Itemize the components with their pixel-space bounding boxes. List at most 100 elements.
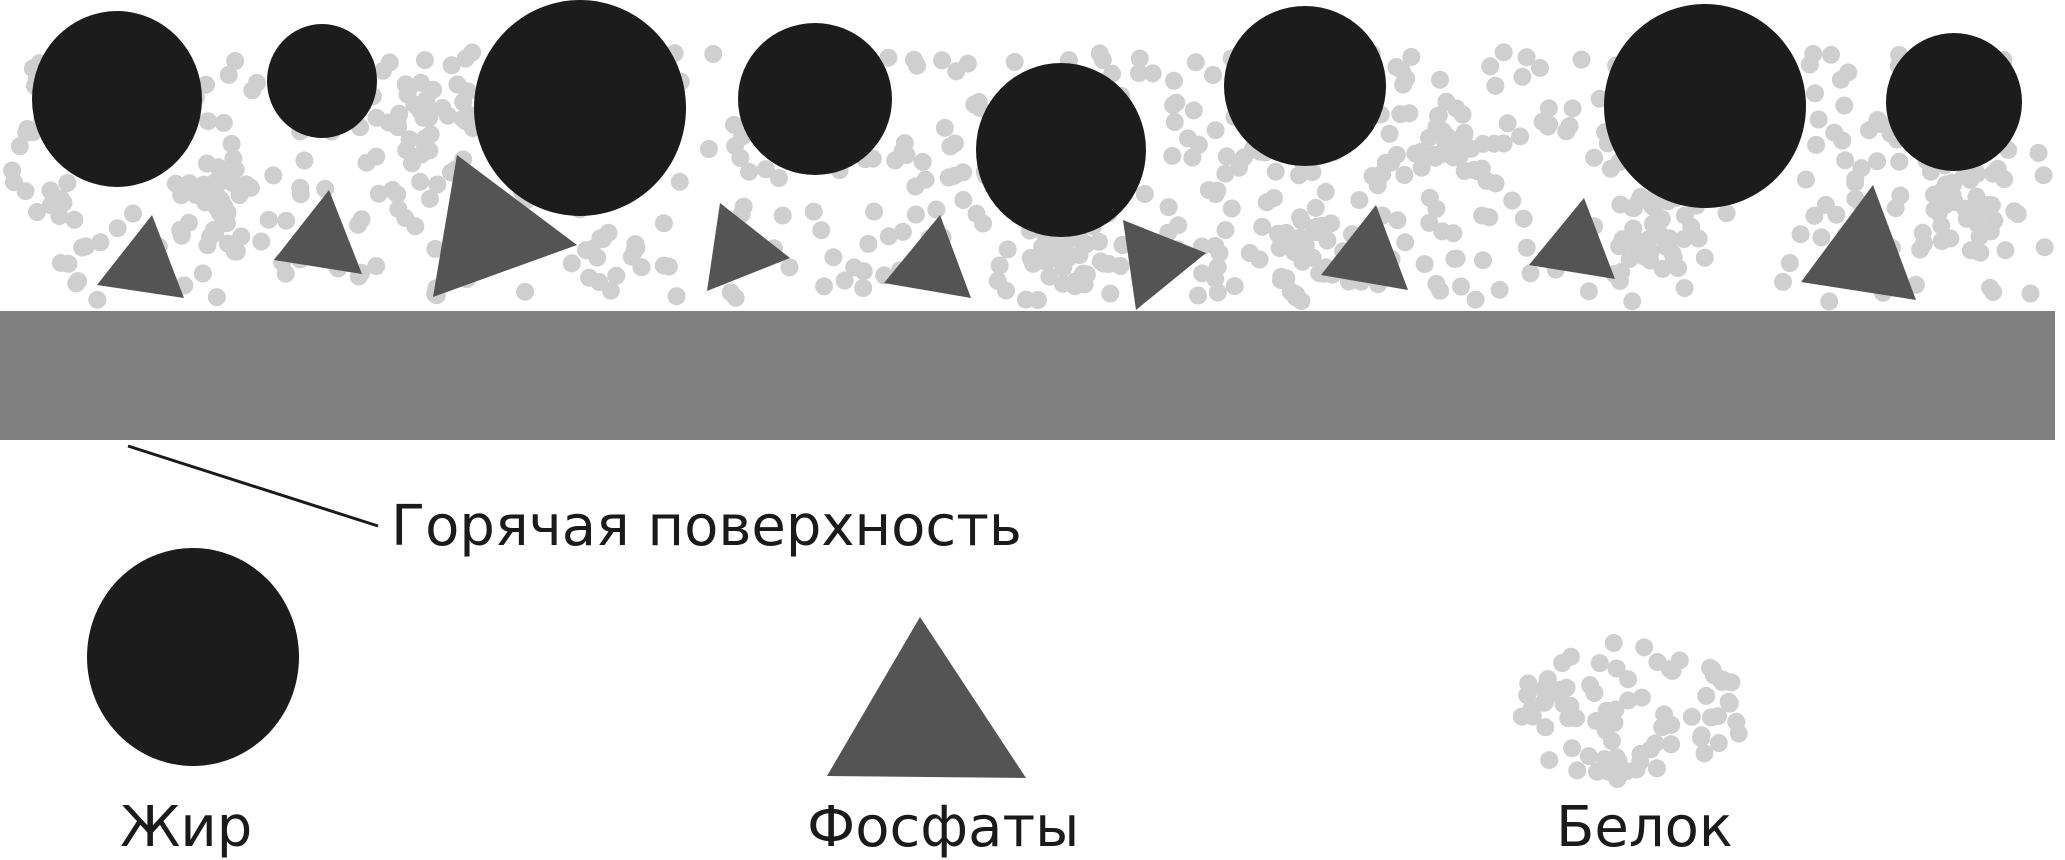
protein-particle [1306, 198, 1325, 217]
protein-particle [1623, 292, 1642, 311]
protein-particle [865, 202, 884, 221]
protein-particle [1135, 185, 1154, 203]
protein-particle [209, 158, 228, 177]
protein-particle [731, 148, 750, 167]
protein-particle [442, 56, 461, 75]
protein-particle [804, 202, 823, 221]
protein-particle [1820, 292, 1839, 311]
protein-particle [812, 221, 831, 240]
protein-particle [824, 248, 843, 267]
protein-particle [935, 118, 954, 137]
protein-particle [1995, 170, 2014, 189]
protein-particle [65, 210, 84, 229]
protein-particle [1540, 751, 1559, 770]
legend-phosphates-label: Фосфаты [807, 795, 1079, 860]
protein-particle [212, 172, 231, 190]
protein-particle [721, 283, 740, 302]
protein-particle [1890, 152, 1909, 171]
protein-particle [1517, 238, 1536, 257]
protein-particle [1272, 267, 1291, 286]
protein-particle [1186, 53, 1205, 72]
protein-particle [1552, 680, 1571, 699]
protein-particle [1040, 267, 1059, 286]
protein-particle [1709, 734, 1728, 752]
protein-particle [1143, 64, 1162, 83]
protein-particle [396, 75, 415, 94]
protein-particle [1568, 761, 1587, 780]
protein-particle [1216, 164, 1235, 183]
protein-particle [1717, 204, 1736, 223]
protein-particle [967, 204, 986, 223]
protein-particle [1511, 127, 1530, 146]
protein-particle [1579, 747, 1598, 766]
protein-particle [1996, 241, 2015, 260]
protein-particle [854, 262, 873, 281]
protein-particle [389, 200, 408, 218]
fat-globule [1604, 4, 1806, 208]
protein-particle [1536, 692, 1555, 711]
protein-particle [1503, 191, 1522, 210]
protein-particle [1635, 638, 1654, 657]
protein-particle [1217, 147, 1236, 166]
protein-particle [1653, 259, 1672, 278]
protein-particle [1780, 254, 1799, 272]
protein-particle [1189, 286, 1207, 305]
protein-particle [1189, 135, 1208, 154]
protein-particle [454, 93, 473, 112]
protein-particle [1647, 759, 1666, 778]
protein-particle [1653, 718, 1672, 737]
protein-particle [1619, 670, 1638, 689]
protein-particle [1519, 674, 1538, 693]
protein-particle [654, 256, 673, 275]
protein-particle [1982, 196, 2001, 215]
protein-particle [1292, 211, 1311, 230]
protein-particle [1316, 182, 1335, 201]
protein-particle [1165, 113, 1184, 131]
protein-particle [607, 266, 626, 285]
protein-particle [1835, 96, 1854, 115]
protein-particle [403, 154, 421, 173]
protein-particle [277, 211, 296, 230]
protein-particle [199, 112, 218, 131]
protein-particle [780, 258, 799, 277]
phosphate-particle [433, 155, 577, 297]
protein-particle [1836, 151, 1855, 170]
protein-particle [1441, 139, 1460, 157]
protein-particle [954, 191, 973, 209]
protein-particle [88, 290, 107, 309]
protein-particle [893, 222, 912, 241]
protein-particle [1871, 114, 1890, 133]
protein-particle [1514, 209, 1533, 228]
protein-particle [704, 45, 723, 63]
protein-particle [1981, 278, 1999, 297]
protein-particle [1846, 173, 1865, 192]
protein-particle [1611, 195, 1630, 214]
protein-particle [1257, 193, 1276, 212]
protein-particle [1090, 44, 1109, 63]
protein-particle [725, 115, 743, 134]
protein-particle [1466, 290, 1485, 309]
fat-globule [474, 0, 686, 216]
protein-particle [1603, 732, 1621, 750]
protein-particle [1208, 283, 1227, 302]
protein-particle [1796, 170, 1815, 189]
protein-particle [773, 206, 792, 225]
protein-particle [1406, 144, 1425, 163]
protein-particle [1563, 99, 1582, 118]
protein-particle [1054, 252, 1073, 270]
protein-particle [947, 62, 966, 81]
protein-particle [879, 227, 898, 246]
protein-particle [369, 184, 388, 203]
protein-particle [1163, 146, 1182, 165]
protein-particle [1619, 691, 1638, 710]
protein-particle [1664, 248, 1683, 267]
protein-particle [463, 43, 482, 62]
protein-particle [1563, 739, 1582, 758]
protein-particle [411, 172, 430, 191]
protein-particle [1827, 205, 1846, 224]
protein-particle [1206, 121, 1225, 140]
protein-particle [2034, 166, 2053, 185]
phosphate-particle [1321, 205, 1408, 290]
protein-particle [367, 147, 386, 166]
protein-particle [1005, 52, 1024, 71]
